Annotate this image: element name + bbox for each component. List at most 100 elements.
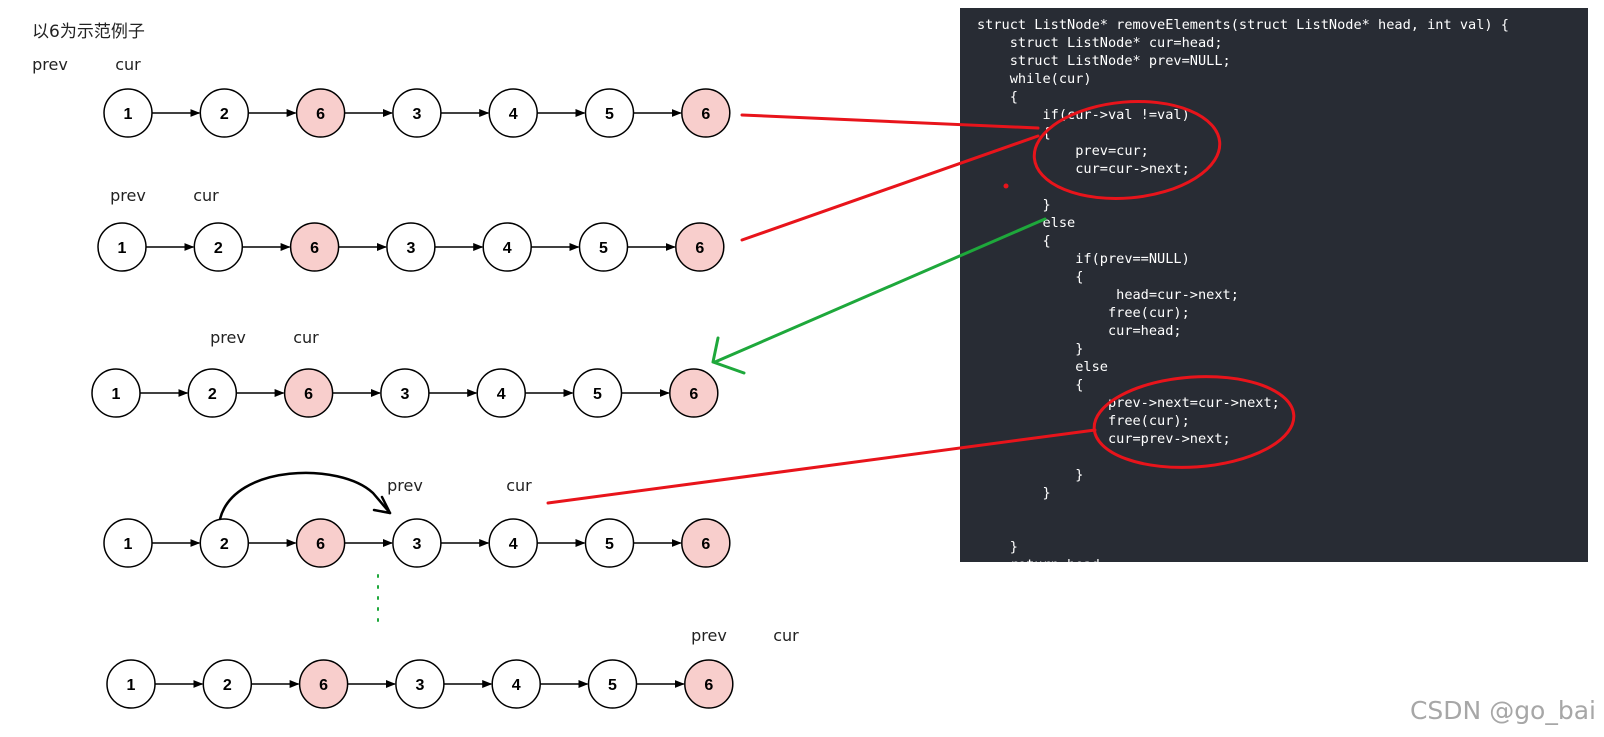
node-value: 6 <box>319 677 328 694</box>
list-node <box>681 88 731 138</box>
code-line: else <box>977 359 1108 375</box>
node-value: 5 <box>593 386 602 403</box>
code-line: { <box>977 89 1018 105</box>
node-value: 3 <box>400 386 409 403</box>
list-node <box>584 518 635 568</box>
linked-list-diagram: 以6为示范例子 1 2 6 3 4 5 6 prev cur 1 2 6 3 4 5 6 prev cur 1 2 6 3… <box>32 22 799 709</box>
list-node <box>395 659 445 709</box>
list-node <box>103 88 153 138</box>
code-line: } <box>977 341 1084 357</box>
code-line: } <box>977 485 1051 501</box>
code-line <box>977 178 1588 196</box>
list-node <box>572 368 623 418</box>
cur-pointer-label: cur <box>115 55 141 74</box>
list-node <box>584 88 635 138</box>
node-value: 6 <box>304 386 313 403</box>
code-line: free(cur); <box>977 413 1190 429</box>
code-line <box>977 502 1588 520</box>
node-value: 2 <box>220 106 229 123</box>
prev-pointer-label: prev <box>32 55 68 74</box>
list-node <box>681 518 731 568</box>
code-line: { <box>977 377 1084 393</box>
node-value: 1 <box>118 240 127 257</box>
diagram-title: 以6为示范例子 <box>32 22 145 42</box>
list-node <box>289 222 340 272</box>
node-value: 6 <box>689 386 698 403</box>
code-line: struct ListNode* removeElements(struct L… <box>977 17 1509 33</box>
code-line: prev=cur; <box>977 143 1149 159</box>
code-line: prev->next=cur->next; <box>977 395 1280 411</box>
list-node <box>193 222 244 272</box>
list-node <box>187 368 238 418</box>
code-line: if(prev==NULL) <box>977 251 1190 267</box>
code-line: { <box>977 125 1051 141</box>
cur-pointer-label: cur <box>506 476 532 495</box>
prev-pointer-label: prev <box>691 626 727 645</box>
list-node <box>488 88 538 138</box>
list-node <box>283 368 334 418</box>
list-node <box>91 368 141 418</box>
node-value: 4 <box>497 386 506 403</box>
list-node <box>97 222 147 272</box>
cur-pointer-label: cur <box>293 328 319 347</box>
node-value: 1 <box>124 536 133 553</box>
node-value: 6 <box>695 240 704 257</box>
node-value: 5 <box>605 536 614 553</box>
node-value: 6 <box>310 240 319 257</box>
node-value: 5 <box>608 677 617 694</box>
node-value: 4 <box>503 240 512 257</box>
code-line: if(cur->val !=val) <box>977 107 1190 123</box>
node-value: 5 <box>605 106 614 123</box>
list-node <box>199 88 250 138</box>
code-line: else <box>977 215 1076 231</box>
cur-pointer-label: cur <box>193 186 219 205</box>
list-node <box>386 222 436 272</box>
node-value: 6 <box>316 536 325 553</box>
code-line <box>977 520 1588 538</box>
node-value: 3 <box>412 106 421 123</box>
prev-pointer-label: prev <box>387 476 423 495</box>
list-node <box>587 659 638 709</box>
code-line: { <box>977 233 1051 249</box>
code-line: head=cur->next; <box>977 287 1239 303</box>
code-line: cur=head; <box>977 323 1182 339</box>
list-node <box>684 659 734 709</box>
list-node <box>106 659 156 709</box>
node-value: 6 <box>704 677 713 694</box>
node-value: 2 <box>208 386 217 403</box>
code-line: while(cur) <box>977 71 1092 87</box>
list-node <box>669 368 719 418</box>
code-line: cur=prev->next; <box>977 431 1231 447</box>
list-node <box>482 222 532 272</box>
code-line: struct ListNode* cur=head; <box>977 35 1223 51</box>
node-value: 2 <box>223 677 232 694</box>
node-value: 1 <box>112 386 121 403</box>
prev-pointer-label: prev <box>210 328 246 347</box>
list-node <box>491 659 541 709</box>
code-line: cur=cur->next; <box>977 161 1190 177</box>
list-node <box>103 518 153 568</box>
node-value: 6 <box>701 536 710 553</box>
node-value: 6 <box>701 106 710 123</box>
list-node <box>392 518 442 568</box>
node-value: 5 <box>599 240 608 257</box>
code-line: free(cur); <box>977 305 1190 321</box>
node-value: 6 <box>316 106 325 123</box>
node-value: 4 <box>509 106 518 123</box>
node-value: 4 <box>509 536 518 553</box>
list-node <box>578 222 629 272</box>
node-value: 3 <box>415 677 424 694</box>
list-node <box>202 659 253 709</box>
code-line: } <box>977 467 1084 483</box>
list-node <box>380 368 430 418</box>
node-value: 2 <box>214 240 223 257</box>
code-line: } <box>977 197 1051 213</box>
node-value: 2 <box>220 536 229 553</box>
node-value: 3 <box>412 536 421 553</box>
node-value: 1 <box>127 677 136 694</box>
list-node <box>488 518 538 568</box>
prev-pointer-label: prev <box>110 186 146 205</box>
